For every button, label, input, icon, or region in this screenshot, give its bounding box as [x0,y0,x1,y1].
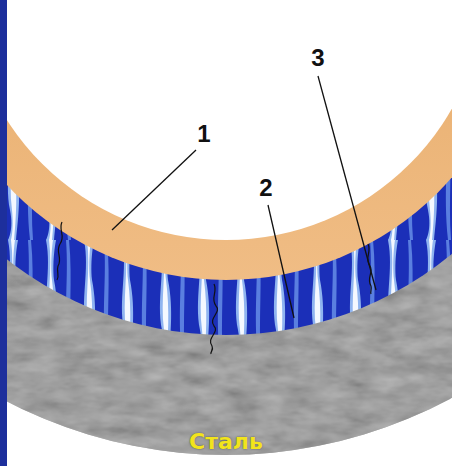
callout-number: 2 [259,176,272,200]
callout-number: 1 [197,122,210,146]
pipe-interior [0,0,452,240]
blue-layer [0,0,452,335]
orange-layer [0,0,452,280]
leader-lines [112,76,376,318]
callout-number: 3 [311,46,324,70]
cracks [57,222,371,354]
leader-line [268,205,294,318]
edge-strip [0,0,7,466]
steel-layer [0,0,452,455]
crack [210,284,217,354]
steel-texture [0,0,452,455]
leader-line [318,76,376,290]
material-label: Сталь [189,429,263,454]
leader-line [112,150,196,230]
crack [57,222,62,280]
material-band: Сталь [189,429,263,454]
